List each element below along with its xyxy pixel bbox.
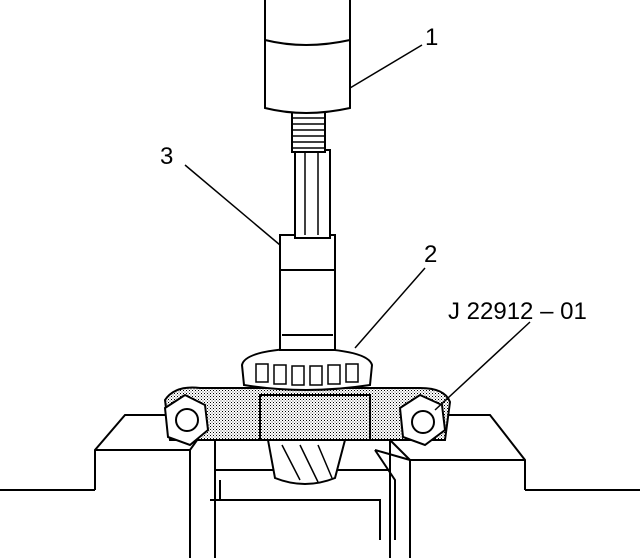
callout-1: 1 — [425, 24, 439, 51]
support-blocks — [0, 414, 640, 558]
spline — [294, 149, 331, 239]
press-ram — [264, 0, 351, 114]
leader-lines — [184, 44, 531, 411]
spline-grooves — [304, 150, 319, 235]
press-ram-edge — [264, 39, 351, 46]
bearing — [240, 346, 374, 391]
shaft — [279, 234, 336, 351]
callout-2: 2 — [424, 241, 438, 268]
hex-nut-left-bore — [175, 408, 199, 432]
shaft-steps — [280, 269, 335, 336]
pinion-gear — [266, 439, 347, 485]
bearing-rollers — [255, 363, 359, 386]
puller-bar-center — [259, 394, 371, 441]
callout-3: 3 — [160, 143, 174, 170]
tool-number-label: J 22912 – 01 — [448, 298, 587, 325]
pinion-gear-teeth — [281, 444, 333, 483]
thread-lines — [292, 117, 325, 149]
hex-nut-right-bore — [411, 410, 435, 434]
